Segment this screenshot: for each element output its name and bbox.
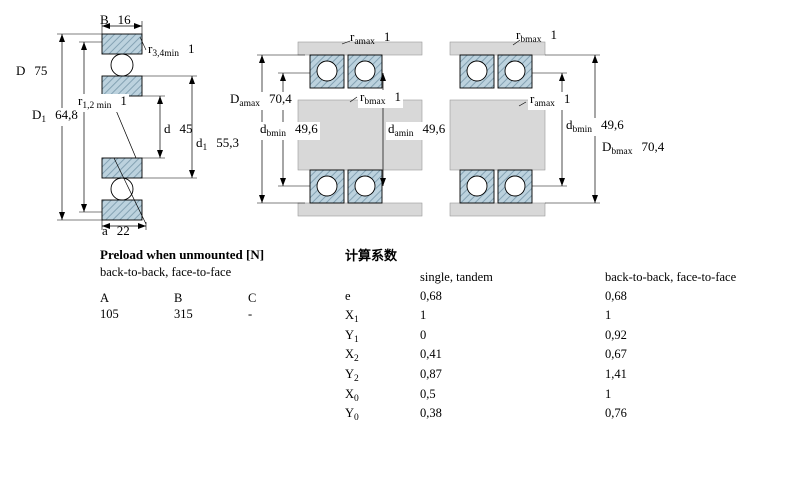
contact-angle-line-ext xyxy=(113,157,147,225)
leader-r34 xyxy=(139,36,147,51)
preload-table: Preload when unmounted [N] back-to-back,… xyxy=(100,247,330,322)
factor-value-single: 0 xyxy=(420,327,427,342)
preload-value-C: - xyxy=(248,307,253,321)
bearing-pair-bottom xyxy=(309,169,383,204)
factor-row-X1: X1 1 1 xyxy=(345,308,785,328)
factor-value-btb: 0,92 xyxy=(605,327,627,342)
factor-row-Y1: Y1 0 0,92 xyxy=(345,328,785,348)
housing-bottom xyxy=(297,202,423,217)
factors-col-back-to-back: back-to-back, face-to-face xyxy=(605,270,737,284)
leader-ramax xyxy=(518,101,527,107)
bearing-cross-section-drawing xyxy=(57,21,197,230)
preload-header-row: A B C xyxy=(100,290,330,306)
factor-value-btb: 0,68 xyxy=(605,288,627,303)
preload-title: Preload when unmounted [N] xyxy=(100,247,265,262)
ball-top xyxy=(110,53,134,77)
preload-header-C: C xyxy=(248,291,257,305)
preload-subtitle: back-to-back, face-to-face xyxy=(100,265,232,279)
housing-bottom xyxy=(449,202,546,217)
factor-row-X0: X0 0,5 1 xyxy=(345,387,785,407)
factors-body: e 0,68 0,68 X1 1 1 Y1 0 0,92 X2 0,41 0,6… xyxy=(345,289,785,426)
factor-row-e: e 0,68 0,68 xyxy=(345,289,785,309)
leader-rbmax xyxy=(512,39,521,46)
leader-rbmax xyxy=(349,96,358,103)
preload-value-A: 105 xyxy=(100,307,119,321)
factor-row-X2: X2 0,41 0,67 xyxy=(345,347,785,367)
factor-value-btb: 0,76 xyxy=(605,406,627,421)
factor-value-single: 0,87 xyxy=(420,366,442,381)
preload-value-B: 315 xyxy=(174,307,193,321)
preload-value-row: 105 315 - xyxy=(100,306,330,322)
mounted-pair-drawing-2 xyxy=(449,39,600,217)
ball-bottom xyxy=(110,177,134,201)
factor-value-btb: 1 xyxy=(605,308,612,323)
factor-value-single: 0,68 xyxy=(420,288,442,303)
factors-header-row: single, tandem back-to-back, face-to-fac… xyxy=(345,270,785,285)
bearing-pair-bottom xyxy=(459,169,533,204)
calculation-factors-table: 计算系数 single, tandem back-to-back, face-t… xyxy=(345,248,785,426)
factor-value-btb: 1 xyxy=(605,386,612,401)
lower-section xyxy=(101,157,143,221)
factor-value-single: 0,41 xyxy=(420,347,442,362)
factor-value-btb: 1,41 xyxy=(605,366,627,381)
factor-row-Y2: Y2 0,87 1,41 xyxy=(345,367,785,387)
factors-title: 计算系数 xyxy=(345,248,398,263)
bearing-pair-top xyxy=(459,54,533,89)
factor-value-single: 0,38 xyxy=(420,406,442,421)
upper-section xyxy=(101,33,143,97)
preload-header-A: A xyxy=(100,291,110,305)
preload-header-B: B xyxy=(174,291,183,305)
housing-top xyxy=(449,41,546,56)
shaft xyxy=(449,99,546,171)
factor-row-Y0: Y0 0,38 0,76 xyxy=(345,406,785,426)
bearing-pair-top xyxy=(309,54,383,89)
leader-ramax xyxy=(341,40,351,45)
factor-value-single: 0,5 xyxy=(420,386,436,401)
outer-ring-top xyxy=(101,33,143,55)
factor-value-single: 1 xyxy=(420,308,427,323)
factor-value-btb: 0,67 xyxy=(605,347,627,362)
factors-col-single-tandem: single, tandem xyxy=(420,270,493,284)
